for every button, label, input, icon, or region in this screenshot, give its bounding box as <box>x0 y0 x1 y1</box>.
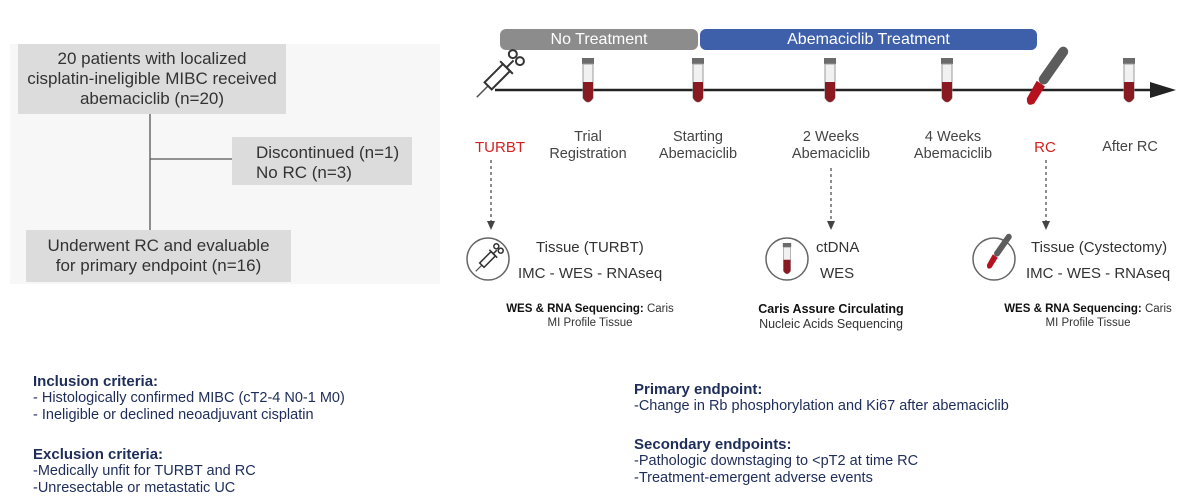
syringe-icon <box>476 49 525 98</box>
secondary-endpoints: Secondary endpoints: -Pathologic downsta… <box>634 436 1154 487</box>
timeline-label-starting-abemaciclib: Starting Abemaciclib <box>658 129 738 162</box>
sample-cystectomy-text: Tissue (Cystectomy) IMC - WES - RNAseq <box>1026 239 1186 282</box>
timeline-label-rc: RC <box>1034 139 1056 156</box>
sample-cystectomy-assays: IMC - WES - RNAseq <box>1026 265 1171 282</box>
primary-item: -Change in Rb phosphorylation and Ki67 a… <box>634 398 1009 414</box>
inclusion-criteria: Inclusion criteria: - Histologically con… <box>33 373 533 424</box>
exclusion-item: -Medically unfit for TURBT and RC <box>33 463 256 479</box>
exclusion-title: Exclusion criteria: <box>33 446 164 463</box>
timeline-label-4-weeks: 4 Weeks Abemaciclib <box>913 129 993 162</box>
sample-ctdna-text: ctDNA WES <box>816 239 916 282</box>
exclusion-criteria: Exclusion criteria: -Medically unfit for… <box>33 446 533 497</box>
primary-title: Primary endpoint: <box>634 381 763 398</box>
inclusion-title: Inclusion criteria: <box>33 373 159 390</box>
timeline-label-2-weeks: 2 Weeks Abemaciclib <box>791 129 871 162</box>
excluded-box: Discontinued (n=1) No RC (n=3) <box>232 137 412 185</box>
no-treatment-label: No Treatment <box>550 31 648 48</box>
no-treatment-phase: No Treatment <box>500 29 698 50</box>
inclusion-item: - Histologically confirmed MIBC (cT2-4 N… <box>33 390 345 406</box>
blood-tube-icon <box>582 58 594 103</box>
blood-tube-icon <box>941 58 953 103</box>
sample-ctdna-title: ctDNA <box>816 239 860 256</box>
sample-turbt-title: Tissue (TURBT) <box>536 239 644 256</box>
blood-tube-icon <box>782 243 792 275</box>
enrolled-line-1: 20 patients with localized <box>57 49 247 68</box>
timeline-arrowhead <box>1150 82 1176 98</box>
scalpel-icon <box>1026 46 1069 105</box>
sample-cystectomy-title: Tissue (Cystectomy) <box>1031 239 1168 256</box>
abemaciclib-phase: Abemaciclib Treatment <box>700 29 1037 50</box>
seq-note-turbt: WES & RNA Sequencing: Caris MI Profile T… <box>506 303 674 329</box>
sample-ctdna-assays: WES <box>820 265 855 282</box>
syringe-icon <box>475 243 504 272</box>
sample-turbt-text: Tissue (TURBT) IMC - WES - RNAseq <box>518 239 678 282</box>
timeline-label-turbt: TURBT <box>475 139 525 156</box>
excluded-line-2: No RC (n=3) <box>256 163 352 182</box>
seq-note-cystectomy: WES & RNA Sequencing: Caris MI Profile T… <box>1004 303 1172 329</box>
sample-turbt-assays: IMC - WES - RNAseq <box>518 265 663 282</box>
enrolled-line-3: abemaciclib (n=20) <box>79 89 225 108</box>
blood-tube-icon <box>824 58 836 103</box>
exclusion-item: -Unresectable or metastatic UC <box>33 480 236 496</box>
secondary-item: -Treatment-emergent adverse events <box>634 470 873 486</box>
seq-note-ctdna: Caris Assure Circulating Nucleic Acids S… <box>758 302 904 331</box>
excluded-line-1: Discontinued (n=1) <box>256 143 400 162</box>
secondary-title: Secondary endpoints: <box>634 436 792 453</box>
abemaciclib-label: Abemaciclib Treatment <box>787 31 950 48</box>
evaluable-box: Underwent RC and evaluable for primary e… <box>26 230 291 282</box>
blood-tube-icon <box>1123 58 1135 103</box>
blood-tube-icon <box>692 58 704 103</box>
timeline-label-after-rc: After RC <box>1102 139 1158 155</box>
timeline-label-trial-registration: Trial Registration <box>549 129 627 162</box>
scalpel-icon <box>986 233 1012 269</box>
enrolled-line-2: cisplatin-ineligible MIBC received <box>27 69 277 88</box>
inclusion-item: - Ineligible or declined neoadjuvant cis… <box>33 407 314 423</box>
evaluable-line-1: Underwent RC and evaluable <box>47 236 270 255</box>
primary-endpoint: Primary endpoint: -Change in Rb phosphor… <box>634 381 1154 415</box>
enrolled-box: 20 patients with localized cisplatin-ine… <box>18 44 286 114</box>
secondary-item: -Pathologic downstaging to <pT2 at time … <box>634 453 919 469</box>
evaluable-line-2: for primary endpoint (n=16) <box>55 256 262 275</box>
